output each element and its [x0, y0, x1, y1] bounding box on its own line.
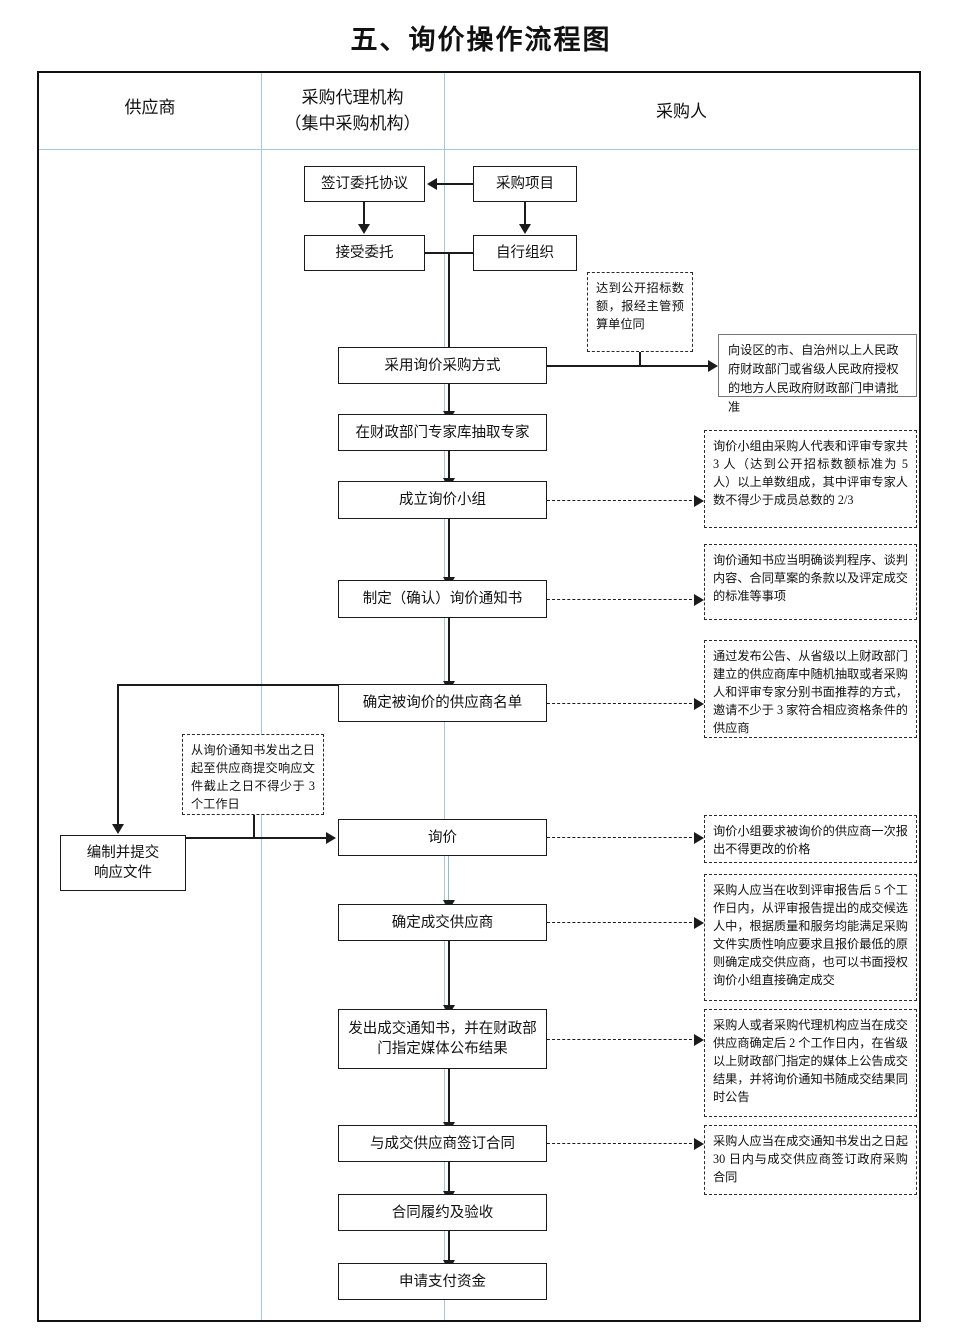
box-adopt-inquiry[interactable]: 采用询价采购方式 [338, 347, 547, 384]
box-issue-notice[interactable]: 发出成交通知书，并在财政部 门指定媒体公布结果 [338, 1009, 547, 1069]
box-inquiry[interactable]: 询价 [338, 819, 547, 856]
box-self-organize[interactable]: 自行组织 [473, 235, 577, 271]
box-issue-notice-line1: 发出成交通知书，并在财政部 [348, 1021, 537, 1037]
connector-determine-to-issue [448, 941, 450, 1008]
box-make-notice[interactable]: 制定（确认）询价通知书 [338, 580, 547, 618]
leader-one-time-quote [547, 837, 697, 838]
page-title: 五、询价操作流程图 [350, 25, 612, 55]
box-apply-payment[interactable]: 申请支付资金 [338, 1263, 547, 1300]
lane-label-supplier: 供应商 [124, 98, 176, 117]
connector-left-down [117, 684, 119, 826]
leader-supplier-selection [547, 703, 697, 704]
connector-list-to-left [117, 684, 338, 686]
arrow-prepare-to-inquiry [326, 832, 336, 844]
connector-draw-to-form [448, 451, 450, 480]
note-contract-30days: 采购人应当在成交通知书发出之日起 30 日内与成交供应商签订政府采购合同 [704, 1125, 917, 1195]
arrow-left-to-prepare [112, 824, 124, 834]
arrow-sign-to-accept [358, 224, 370, 234]
connector-project-to-self [524, 202, 526, 225]
leader-determine-rule [547, 922, 697, 923]
box-perform-accept[interactable]: 合同履约及验收 [338, 1194, 547, 1231]
note-one-time-quote: 询价小组要求被询价的供应商一次报出不得更改的价格 [704, 815, 917, 863]
lane-label-agency-sub: （集中采购机构） [284, 114, 421, 133]
leader-contract-30days [547, 1143, 697, 1144]
arrow-project-to-sign [427, 178, 437, 190]
leader-form-group-note [547, 500, 697, 501]
arrow-contract-30days [694, 1138, 704, 1150]
arrow-supplier-selection [694, 698, 704, 710]
box-sign-contract[interactable]: 与成交供应商签订合同 [338, 1125, 547, 1162]
lane-header-agency: 采购代理机构 （集中采购机构） [261, 85, 444, 137]
connector-workdays-down [253, 815, 255, 838]
connector-sign-to-perform [448, 1162, 450, 1194]
note-determine-rule: 采购人应当在收到评审报告后 5 个工作日内，从评审报告提出的成交候选人中，根据质… [704, 874, 917, 1001]
note-notice-content: 询价通知书应当明确谈判程序、谈判内容、合同草案的条款以及评定成交的标准等事项 [704, 544, 917, 620]
box-form-group[interactable]: 成立询价小组 [338, 481, 547, 519]
lane-label-purchaser: 采购人 [656, 102, 707, 121]
connector-form-to-notice [448, 519, 450, 579]
note-publish-rule: 采购人或者采购代理机构应当在成交供应商确定后 2 个工作日内，在省级以上财政部门… [704, 1009, 917, 1117]
arrow-project-to-self [519, 224, 531, 234]
box-determine-supplier[interactable]: 确定成交供应商 [338, 904, 547, 941]
connector-merge-down [448, 252, 450, 356]
box-prepare-submit-line1: 编制并提交 [86, 845, 160, 861]
leader-notice-content [547, 599, 697, 600]
note-supplier-selection: 通过发布公告、从省级以上财政部门建立的供应商库中随机抽取或者采购人和评审专家分别… [704, 640, 917, 738]
connector-perform-to-apply [448, 1231, 450, 1263]
note-group-composition: 询价小组由采购人代表和评审专家共 3 人（达到公开招标数额标准为 5 人）以上单… [704, 430, 917, 528]
arrow-publish-rule [694, 1034, 704, 1046]
box-sign-entrust[interactable]: 签订委托协议 [304, 166, 425, 202]
box-determine-list[interactable]: 确定被询价的供应商名单 [338, 684, 547, 722]
arrow-adopt-to-approval [708, 360, 718, 372]
lane-divider-1 [261, 73, 262, 1320]
arrow-notice-content [694, 594, 704, 606]
note-open-bid-amount: 达到公开招标数额，报经主管预算单位同 [587, 272, 693, 352]
lane-header-supplier: 供应商 [39, 95, 261, 121]
box-draw-experts[interactable]: 在财政部门专家库抽取专家 [338, 414, 547, 451]
lane-label-agency: 采购代理机构 [301, 88, 404, 107]
connector-issue-to-sign [448, 1069, 450, 1125]
callout-apply-approval: 向设区的市、自治州以上人民政府财政部门或省级人民政府授权的地方人民政府财政部门申… [718, 334, 917, 414]
arrow-determine-rule [694, 917, 704, 929]
arrow-one-time-quote [694, 832, 704, 844]
connector-sign-to-accept [363, 202, 365, 225]
arrow-form-group-note [694, 495, 704, 507]
connector-adopt-to-approval [547, 365, 714, 367]
diagram-frame: 供应商 采购代理机构 （集中采购机构） 采购人 签订委托协议 采购项目 接受委托… [37, 71, 921, 1322]
box-prepare-submit-line2: 响应文件 [94, 865, 152, 881]
lane-header-purchaser: 采购人 [444, 99, 919, 125]
box-procurement-project[interactable]: 采购项目 [473, 166, 577, 202]
connector-project-to-sign [437, 183, 473, 185]
note-three-workdays: 从询价通知书发出之日起至供应商提交响应文件截止之日不得少于 3 个工作日 [182, 734, 324, 815]
connector-prepare-to-inquiry [186, 837, 328, 839]
connector-note-open-bid-down [639, 352, 641, 366]
connector-notice-to-list [448, 618, 450, 683]
connector-inquiry-to-determine [448, 856, 450, 904]
box-issue-notice-line2: 门指定媒体公布结果 [377, 1041, 508, 1057]
connector-adopt-to-draw [448, 384, 450, 413]
leader-publish-rule [547, 1039, 697, 1040]
lane-header-divider [39, 149, 919, 150]
box-prepare-submit[interactable]: 编制并提交 响应文件 [60, 835, 186, 891]
box-accept-entrust[interactable]: 接受委托 [304, 235, 425, 271]
